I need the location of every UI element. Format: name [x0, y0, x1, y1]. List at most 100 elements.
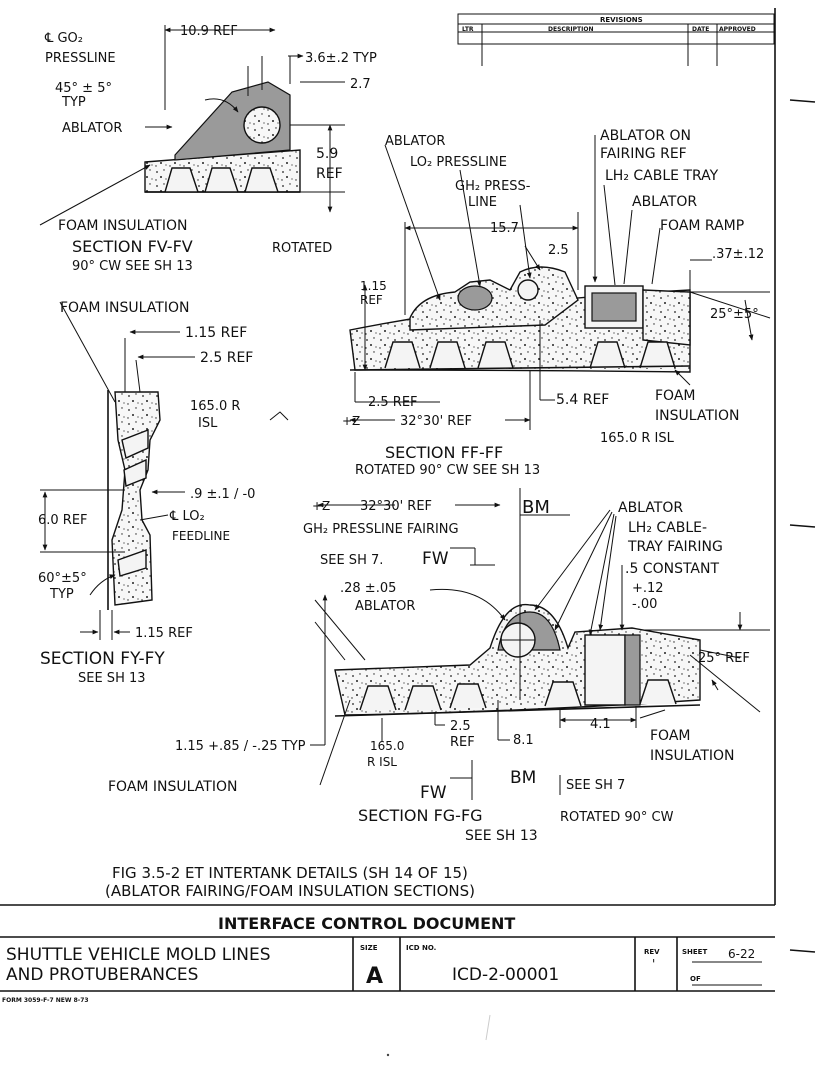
fv-dim-27: 2.7: [350, 77, 371, 92]
section-ff-drawing: [349, 135, 771, 430]
fy-isl: ISL: [198, 416, 218, 431]
fy-radius: 165.0 R: [190, 399, 240, 414]
fg-angle-ref: 32°30' REF: [360, 499, 432, 514]
ff-gh2b: LINE: [468, 195, 497, 210]
fg-lh2b: TRAY FAIRING: [627, 539, 723, 555]
icd-number: ICD-2-00001: [452, 965, 559, 985]
fg-dim-165: 165.0: [370, 739, 404, 753]
fv-pressline2: PRESSLINE: [45, 51, 116, 66]
ff-ablator2: ABLATOR: [632, 194, 697, 210]
fg-constant: .5 CONSTANT: [625, 561, 719, 577]
margin-mark: [789, 949, 816, 953]
fg-tol-minus: -.00: [632, 597, 657, 612]
ff-lo2: LO₂ PRESSLINE: [410, 155, 507, 170]
ff-dim-54: 5.4 REF: [556, 392, 609, 408]
fv-pressline: ℄ GO₂: [44, 31, 83, 46]
ff-ablator: ABLATOR: [385, 134, 445, 149]
fv-ablator: ABLATOR: [62, 121, 122, 136]
fg-bm2: BM: [510, 768, 536, 788]
fg-dim-41: 4.1: [590, 717, 611, 732]
fg-see-sh7: SEE SH 7.: [320, 553, 383, 568]
fy-lo2: ℄ LO₂: [169, 509, 205, 524]
fy-foam: FOAM INSULATION: [60, 300, 189, 316]
fg-gh2: GH₂ PRESSLINE FAIRING: [303, 522, 459, 537]
section-fg-drawing: [310, 488, 770, 800]
ff-dim-25ref: 2.5 REF: [368, 395, 418, 410]
ff-gh2: GH₂ PRESS-: [455, 179, 531, 194]
ff-fairing-ref: FAIRING REF: [600, 146, 687, 162]
revisions-block: REVISIONS LTR DESCRIPTION DATE APPROVED: [457, 13, 775, 66]
size-value: A: [366, 964, 383, 989]
fv-see: 90° CW SEE SH 13: [72, 259, 193, 274]
fg-foam: FOAM: [650, 728, 690, 744]
ff-dim-115-ref: REF: [360, 293, 383, 307]
margin-mark: [789, 524, 816, 528]
fv-dim-typ: 3.6±.2 TYP: [305, 51, 377, 66]
fv-dim-width: 10.9 REF: [180, 24, 238, 39]
fg-tol-plus: +.12: [632, 581, 664, 596]
sheet-label: SHEET: [682, 948, 707, 956]
rev-col-ltr: LTR: [462, 26, 474, 33]
fg-angle: 25° REF: [698, 651, 750, 666]
fy-dim-25: 2.5 REF: [200, 350, 253, 366]
of-label: OF: [690, 975, 701, 983]
fg-dim-28: .28 ±.05: [340, 581, 396, 596]
rev-label: REV: [644, 948, 660, 956]
ff-rotated: ROTATED 90° CW SEE SH 13: [355, 463, 540, 478]
ff-dim-115: 1.15: [360, 279, 387, 293]
form-number: FORM 3059-F-7 NEW 8-73: [2, 997, 89, 1004]
section-fv-drawing: [39, 25, 345, 226]
fv-height: 5.9: [316, 146, 338, 162]
fg-title: SECTION FG-FG: [358, 806, 483, 825]
title-block: [0, 936, 775, 992]
ff-foam-ramp: FOAM RAMP: [660, 218, 744, 234]
fy-angle: 60°±5°: [38, 571, 87, 586]
fg-dim-25b: REF: [450, 735, 475, 750]
fy-title: SECTION FY-FY: [40, 649, 165, 669]
title-block-header: INTERFACE CONTROL DOCUMENT: [218, 914, 515, 933]
rev-col-description: DESCRIPTION: [548, 26, 594, 33]
ff-title: SECTION FF-FF: [385, 443, 503, 462]
ff-foam1: FOAM: [655, 388, 695, 404]
scan-speck: [386, 1053, 390, 1057]
fg-foam2: INSULATION: [650, 748, 735, 764]
fy-see: SEE SH 13: [78, 671, 146, 686]
fg-ablator: ABLATOR: [618, 500, 683, 516]
ff-foam2: INSULATION: [655, 408, 740, 424]
fg-dim-81: 8.1: [513, 733, 534, 748]
figure-caption-1: FIG 3.5-2 ET INTERTANK DETAILS (SH 14 OF…: [112, 864, 468, 882]
fg-lh2: LH₂ CABLE-: [628, 520, 707, 536]
fg-dim-115: 1.15 +.85 / -.25 TYP: [175, 739, 306, 754]
title-line-1: SHUTTLE VEHICLE MOLD LINES: [6, 945, 271, 965]
rev-col-date: DATE: [692, 26, 709, 33]
ff-z-ref: +Z: [342, 414, 360, 428]
fy-dim-115b: 1.15 REF: [135, 626, 193, 641]
fv-angle-typ: TYP: [61, 95, 86, 110]
fg-z-ref: +Z: [312, 499, 330, 513]
rev-col-approved: APPROVED: [719, 26, 756, 33]
ff-angle-ref: 32°30' REF: [400, 414, 472, 429]
fv-height-ref: REF: [316, 166, 343, 182]
fg-dim-165b: R ISL: [367, 755, 397, 769]
ff-dim-25: 2.5: [548, 243, 569, 258]
fv-rotated: ROTATED: [272, 241, 332, 256]
ff-angle: 25°±5°: [710, 307, 759, 322]
revisions-title: REVISIONS: [600, 16, 643, 24]
scan-mark: [485, 1014, 491, 1041]
rev-value: ': [652, 957, 655, 971]
ff-dim-37: .37±.12: [712, 247, 764, 262]
fy-dim-60: 6.0 REF: [38, 513, 88, 528]
fg-dim-25: 2.5: [450, 719, 471, 734]
fg-fw2: FW: [420, 783, 447, 803]
fg-dim-28b: ABLATOR: [355, 599, 415, 614]
section-fy-drawing: [40, 301, 289, 640]
fv-foam: FOAM INSULATION: [58, 218, 187, 234]
ff-lh2-tray: LH₂ CABLE TRAY: [605, 168, 719, 184]
title-line-2: AND PROTUBERANCES: [6, 965, 198, 985]
fg-foam-left: FOAM INSULATION: [108, 779, 237, 795]
fg-see-sh7b: SEE SH 7: [566, 778, 625, 793]
figure-caption-2: (ABLATOR FAIRING/FOAM INSULATION SECTION…: [105, 882, 475, 900]
ff-dim-157: 15.7: [490, 221, 519, 236]
